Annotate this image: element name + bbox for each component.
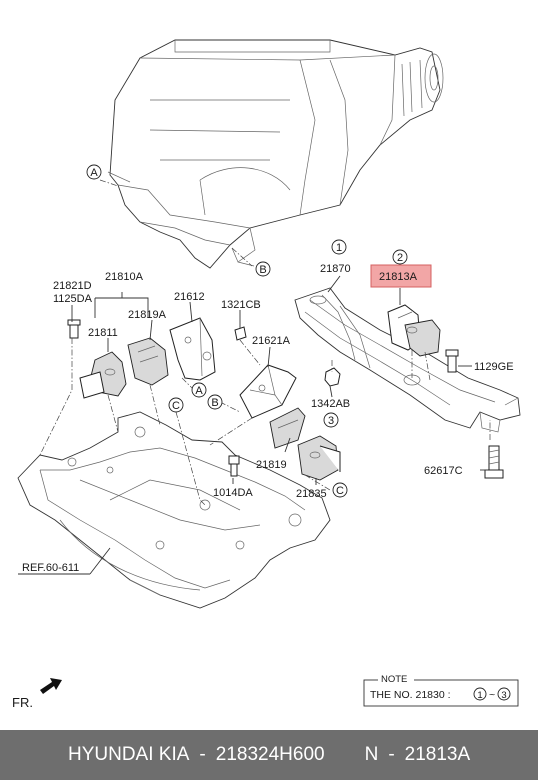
nut-1342AB xyxy=(324,367,341,387)
leader-lines xyxy=(18,179,491,575)
svg-text:C: C xyxy=(172,400,180,412)
svg-text:A: A xyxy=(195,385,203,397)
label-21819A: 21819A xyxy=(128,309,167,321)
subframe-illustration xyxy=(17,411,331,609)
svg-text:B: B xyxy=(211,397,218,409)
label-21835: 21835 xyxy=(296,488,327,500)
crossmember-21870 xyxy=(294,287,521,433)
footer-bar: HYUNDAI KIA - 218324H600 N - 21813A xyxy=(0,730,538,780)
callout-C-subframe: C xyxy=(168,397,184,413)
highlight-box-21813A xyxy=(370,264,432,288)
insulator-21819 xyxy=(269,407,306,449)
front-direction-marker: FR. xyxy=(12,678,62,710)
front-arrow-icon xyxy=(40,678,62,694)
svg-text:B: B xyxy=(259,264,266,276)
label-1125DA: 1125DA xyxy=(53,293,93,305)
callout-3: 3 xyxy=(323,412,339,428)
callout-A-bracket: A xyxy=(191,382,207,398)
note-box: NOTE THE NO. 21830 : 1 ~ 3 xyxy=(363,672,519,707)
bolt-1125DA xyxy=(67,319,81,339)
insulator-21819A xyxy=(127,337,169,386)
footer-ref-number: 21813A xyxy=(404,744,471,765)
svg-text:~: ~ xyxy=(489,689,495,701)
callout-2: 2 xyxy=(392,249,408,265)
callout-B-engine: B xyxy=(255,261,271,277)
callout-1: 1 xyxy=(331,239,347,255)
label-21621A: 21621A xyxy=(252,335,291,347)
label-ref: REF.60-611 xyxy=(22,562,79,574)
svg-text:3: 3 xyxy=(501,690,506,701)
bolt-62617C xyxy=(484,445,504,479)
label-62617C: 62617C xyxy=(424,465,463,477)
bolt-1129GE xyxy=(445,349,459,373)
footer-separator-2: - xyxy=(388,744,395,765)
label-1129GE: 1129GE xyxy=(474,361,514,373)
label-21870: 21870 xyxy=(320,263,351,275)
bolt-1321CB xyxy=(234,326,247,341)
svg-text:A: A xyxy=(90,167,98,179)
footer-ref-prefix: N xyxy=(364,744,379,765)
svg-text:2: 2 xyxy=(397,252,403,264)
label-21612: 21612 xyxy=(174,291,205,303)
footer-separator: - xyxy=(199,744,206,765)
svg-text:1: 1 xyxy=(477,690,482,701)
bolt-1014DA xyxy=(228,455,240,477)
bracket-21612 xyxy=(169,317,216,381)
label-21813A: 21813A xyxy=(379,271,418,283)
exploded-parts-diagram: A B A B C C 1 2 3 21821D 1125DA 21810A 2… xyxy=(12,39,521,710)
note-title: NOTE xyxy=(381,674,407,685)
svg-text:3: 3 xyxy=(328,415,334,427)
callout-C-mount: C xyxy=(332,482,348,498)
mount-21835 xyxy=(297,435,341,481)
footer-brand: HYUNDAI KIA xyxy=(68,744,190,765)
svg-text:C: C xyxy=(336,485,344,497)
bracket-21621A xyxy=(239,364,297,419)
label-1342AB: 1342AB xyxy=(311,398,350,410)
label-21819: 21819 xyxy=(256,459,287,471)
label-21811: 21811 xyxy=(88,327,118,339)
note-text: THE NO. 21830 : xyxy=(370,689,451,701)
mount-21811 xyxy=(79,351,127,399)
svg-text:FR.: FR. xyxy=(12,695,33,710)
svg-text:1: 1 xyxy=(336,242,342,254)
label-1014DA: 1014DA xyxy=(213,487,253,499)
label-1321CB: 1321CB xyxy=(221,299,261,311)
callout-A-engine: A xyxy=(86,164,102,180)
mount-21813A xyxy=(387,304,441,357)
footer-part-number: 218324H600 xyxy=(215,744,325,765)
callout-B-bracket: B xyxy=(207,394,223,410)
engine-illustration xyxy=(107,39,444,269)
label-21821D: 21821D xyxy=(53,280,92,292)
label-21810A: 21810A xyxy=(105,271,144,283)
